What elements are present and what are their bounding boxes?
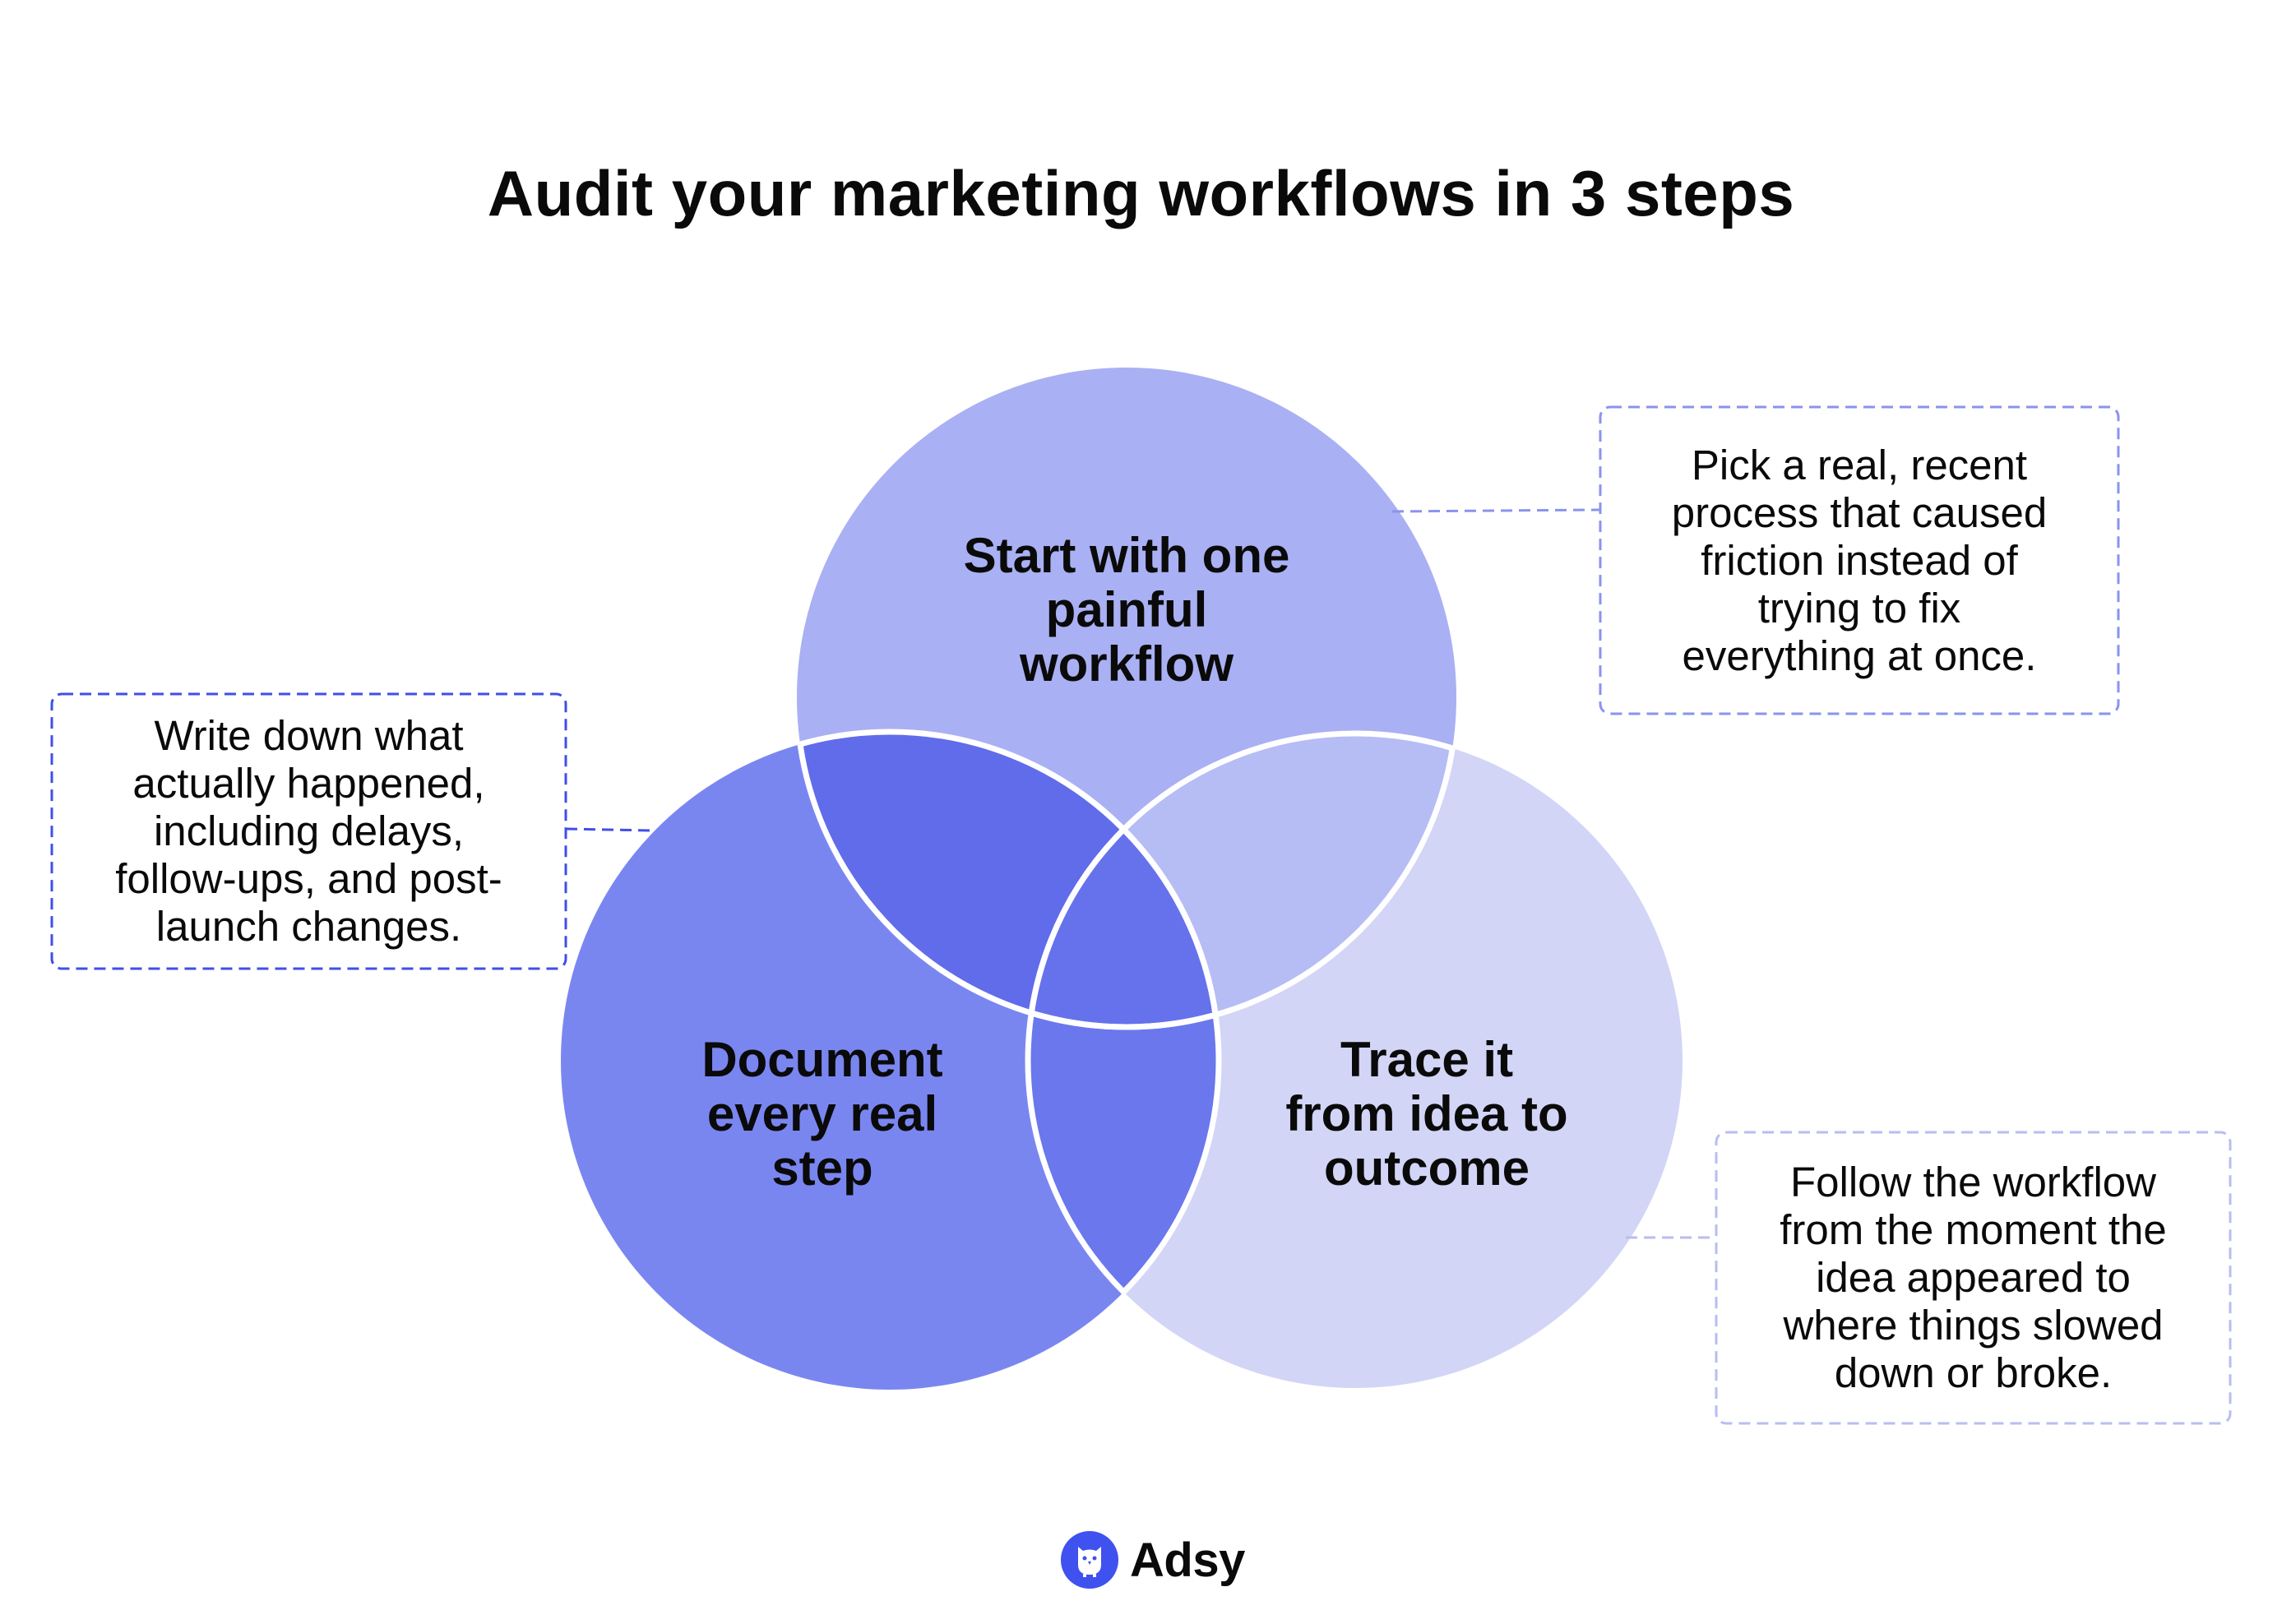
note-top-right: Pick a real, recent process that caused … <box>1600 407 2118 714</box>
circle-left-label: Document every real step <box>617 1033 1028 1196</box>
note-bottom-right: Follow the workflow from the moment the … <box>1716 1132 2230 1423</box>
note-line: idea appeared to <box>1816 1254 2131 1301</box>
note-line: Pick a real, recent <box>1691 441 2028 488</box>
note-line: friction instead of <box>1701 536 2018 584</box>
connector-top-right <box>1391 508 1600 513</box>
note-line: process that caused <box>1671 488 2048 536</box>
note-line: follow-ups, and post- <box>115 855 502 902</box>
label-line: outcome <box>1323 1141 1530 1196</box>
overlap-top-right <box>1028 733 1456 1027</box>
note-line: Write down what <box>154 712 464 759</box>
brand-name: Adsy <box>1130 1533 1245 1587</box>
circle-top-label: Start with one painful workflow <box>880 529 1373 692</box>
note-line: where things slowed <box>1783 1302 2164 1349</box>
label-line: Trace it <box>1340 1032 1514 1087</box>
note-top-right-border <box>1599 405 2120 715</box>
note-line: launch changes. <box>155 903 462 950</box>
label-line: every real <box>706 1086 938 1141</box>
overlap-top-left <box>797 732 1219 1027</box>
note-line: from the moment the <box>1780 1206 2167 1253</box>
brand-logo: Adsy <box>1061 1531 1245 1589</box>
note-line: including delays, <box>153 807 465 854</box>
label-line: painful <box>1045 582 1208 637</box>
note-line: actually happened, <box>132 760 485 807</box>
owl-icon <box>1061 1531 1118 1589</box>
label-line: Document <box>701 1032 943 1087</box>
note-left: Write down what actually happened, inclu… <box>52 694 566 969</box>
note-line: everything at once. <box>1682 632 2037 679</box>
label-line: from idea to <box>1285 1086 1568 1141</box>
label-line: Start with one <box>963 528 1290 583</box>
note-line: down or broke. <box>1834 1349 2113 1396</box>
note-left-border <box>50 692 567 970</box>
connector-left <box>565 827 652 832</box>
note-line: Follow the workflow <box>1790 1159 2156 1205</box>
note-line: trying to fix <box>1757 584 1961 632</box>
label-line: step <box>771 1141 873 1196</box>
page-title: Audit your marketing workflows in 3 step… <box>487 157 1795 229</box>
label-line: workflow <box>1019 636 1234 692</box>
circle-right-label: Trace it from idea to outcome <box>1229 1033 1624 1196</box>
